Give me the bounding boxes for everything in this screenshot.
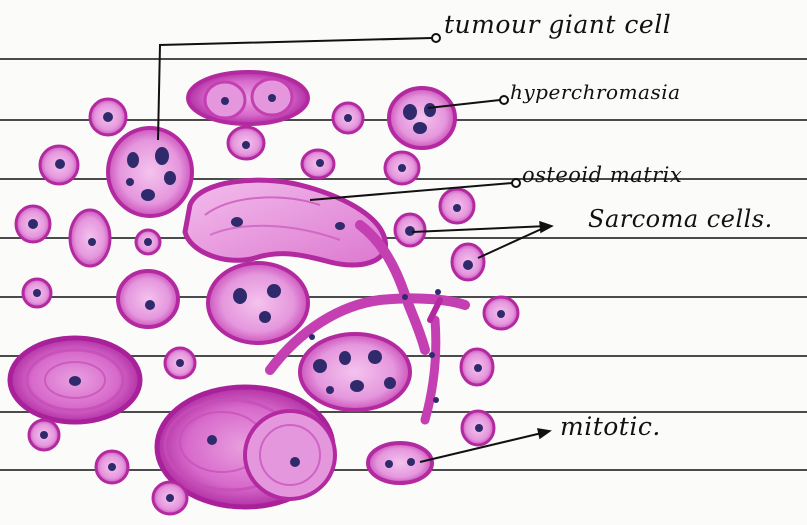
label-osteoid-matrix: osteoid matrix [522,163,682,187]
sarcoma-cell [452,244,484,280]
sarcoma-cell [23,279,51,307]
sarcoma-cell [462,411,494,445]
sarcoma-cell [96,451,128,483]
sarcoma-cell [228,127,264,159]
leader-line-sarcoma-top [412,226,548,232]
mitotic-cell [368,443,432,483]
label-sarcoma-cells: Sarcoma cells. [588,205,773,233]
sarcoma-cell [153,482,187,514]
nucleus [231,217,243,227]
multinucleate-cell [208,263,308,343]
sarcoma-cell [440,189,474,223]
sarcoma-cell [165,348,195,378]
sarcoma-cell [40,146,78,184]
binucleate-cell [188,72,308,124]
tumour-giant-cell [108,128,192,216]
sarcoma-cell [395,214,425,246]
sarcoma-cell [302,150,334,178]
concentric-cell [10,338,140,422]
label-mitotic: mitotic. [560,412,661,441]
nucleus [335,222,345,230]
sarcoma-cell [70,210,110,266]
sarcoma-cell [461,349,493,385]
sarcoma-cell [29,420,59,450]
leader-line-sarcoma-bottom [478,226,548,258]
sarcoma-cell [90,99,126,135]
sarcoma-cell [484,297,518,329]
sarcoma-cell [16,206,50,242]
sarcoma-cell [118,271,178,327]
sarcoma-cell [333,103,363,133]
sarcoma-cell [385,152,419,184]
multinucleate-cell [300,334,410,410]
leader-line-osteoid-matrix [310,183,512,200]
label-hyperchromasia: hyperchromasia [510,80,681,104]
hyperchromatic-cell [389,88,455,148]
sarcoma-cell [136,230,160,254]
label-tumour-giant-cell: tumour giant cell [444,10,671,39]
